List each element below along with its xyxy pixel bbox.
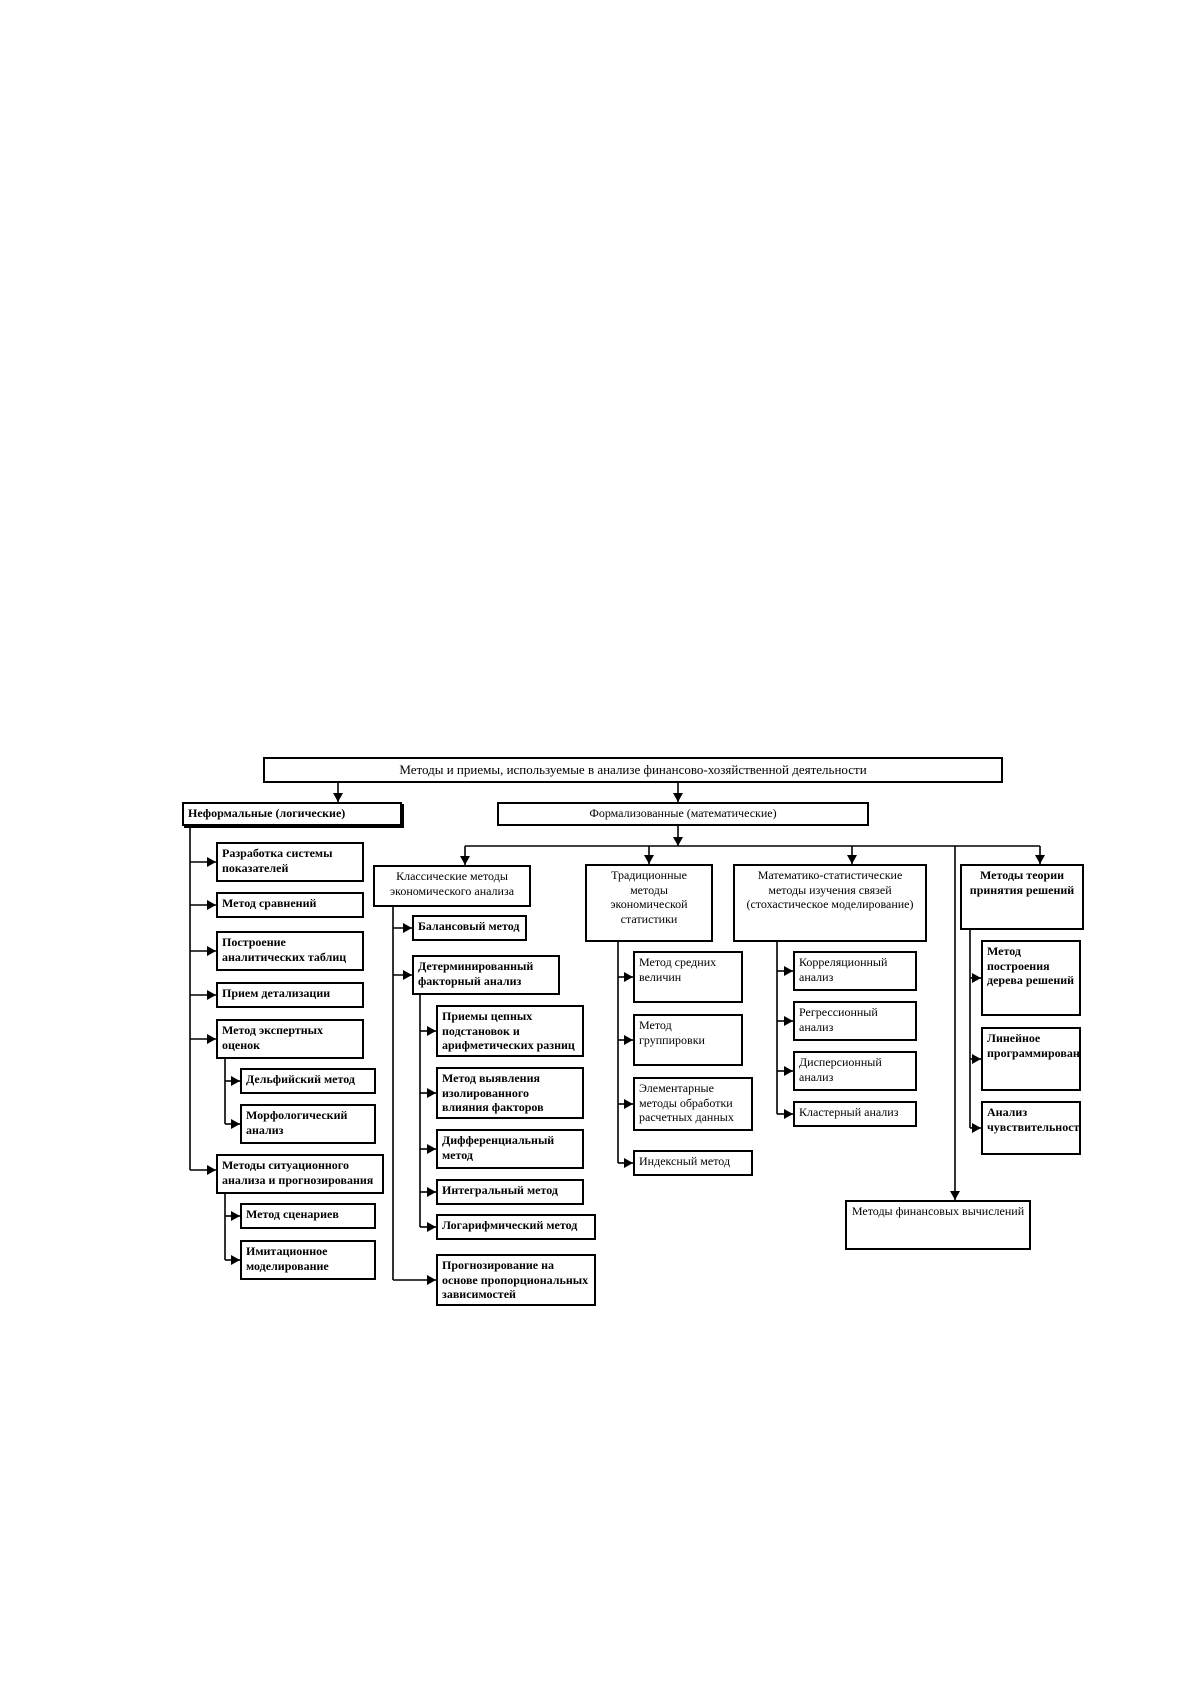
arrowhead-right (427, 1187, 436, 1197)
informal-item-morphological: Морфологический анализ (240, 1104, 376, 1144)
informal-item-detailing: Прием детализации (216, 982, 364, 1008)
mathstat-item-correlation: Корреляционный анализ (793, 951, 917, 991)
arrowhead-right (427, 1088, 436, 1098)
arrowhead-right (784, 1016, 793, 1026)
arrowhead-right (427, 1144, 436, 1154)
diagram-title-box: Методы и приемы, используемые в анализе … (263, 757, 1003, 783)
arrowhead-right (624, 972, 633, 982)
arrowhead-right (207, 1034, 216, 1044)
formal-methods-box: Формализованные (математические) (497, 802, 869, 826)
arrowhead-right (231, 1076, 240, 1086)
informal-item-situational: Методы ситуационного анализа и прогнозир… (216, 1154, 384, 1194)
traditional-item-grouping: Метод группировки (633, 1014, 743, 1066)
arrowhead-right (207, 1165, 216, 1175)
arrowhead-right (784, 1066, 793, 1076)
traditional-item-elementary: Элементарные методы обработки расчетных … (633, 1077, 753, 1131)
arrowhead-right (427, 1026, 436, 1036)
informal-item-analytic-tables: Построение аналитических таблиц (216, 931, 364, 971)
classic-item-chain-substitution: Приемы цепных подстановок и арифметическ… (436, 1005, 584, 1057)
informal-item-scenarios: Метод сценариев (240, 1203, 376, 1229)
arrowhead-right (972, 1054, 981, 1064)
decision-item-sensitivity: Анализ чувствительности (981, 1101, 1081, 1155)
decision-item-linear-programming: Линейное программирование (981, 1027, 1081, 1091)
arrowhead-right (972, 1123, 981, 1133)
arrowhead-right (427, 1222, 436, 1232)
classic-methods-box: Классические методы экономического анали… (373, 865, 531, 907)
arrowhead-down (333, 793, 343, 802)
arrowhead-down (950, 1191, 960, 1200)
arrowhead-right (624, 1158, 633, 1168)
arrowhead-right (207, 990, 216, 1000)
decision-item-tree: Метод построения дерева решений (981, 940, 1081, 1016)
financial-methods-box: Методы финансовых вычислений (845, 1200, 1031, 1250)
mathstat-methods-box: Математико-статистические методы изучени… (733, 864, 927, 942)
classic-item-balance: Балансовый метод (412, 915, 527, 941)
arrowhead-down (644, 855, 654, 864)
traditional-item-index: Индексный метод (633, 1150, 753, 1176)
arrowhead-right (403, 923, 412, 933)
classic-item-integral: Интегральный метод (436, 1179, 584, 1205)
classic-item-deterministic: Детерминированный факторный анализ (412, 955, 560, 995)
arrowhead-right (231, 1119, 240, 1129)
arrowhead-right (427, 1275, 436, 1285)
arrowhead-right (784, 1109, 793, 1119)
arrowhead-right (403, 970, 412, 980)
classic-item-isolated-influence: Метод выявления изолированного влияния ф… (436, 1067, 584, 1119)
informal-item-delphi: Дельфийский метод (240, 1068, 376, 1094)
arrowhead-right (784, 966, 793, 976)
arrowhead-right (624, 1099, 633, 1109)
informal-methods-box: Неформальные (логические) (182, 802, 402, 826)
arrowhead-right (207, 900, 216, 910)
arrowhead-down (847, 855, 857, 864)
informal-item-simulation: Имитационное моделирование (240, 1240, 376, 1280)
arrowhead-right (231, 1211, 240, 1221)
classic-item-proportional-forecast: Прогнозирование на основе пропорциональн… (436, 1254, 596, 1306)
arrowhead-down (460, 856, 470, 865)
traditional-item-averages: Метод средних величин (633, 951, 743, 1003)
arrowhead-right (207, 946, 216, 956)
classic-item-logarithmic: Логарифмический метод (436, 1214, 596, 1240)
mathstat-item-cluster: Кластерный анализ (793, 1101, 917, 1127)
arrowhead-right (207, 857, 216, 867)
arrowhead-down (673, 837, 683, 846)
informal-item-comparison: Метод сравнений (216, 892, 364, 918)
arrowhead-down (1035, 855, 1045, 864)
arrowhead-right (231, 1255, 240, 1265)
mathstat-item-regression: Регрессионный анализ (793, 1001, 917, 1041)
decision-methods-box: Методы теории принятия решений (960, 864, 1084, 930)
mathstat-item-dispersion: Дисперсионный анализ (793, 1051, 917, 1091)
arrowhead-down (673, 793, 683, 802)
arrowhead-right (624, 1035, 633, 1045)
traditional-methods-box: Традиционные методы экономической статис… (585, 864, 713, 942)
classic-item-differential: Дифференциальный метод (436, 1129, 584, 1169)
informal-item-indicators: Разработка системы показателей (216, 842, 364, 882)
arrowhead-right (972, 973, 981, 983)
informal-item-expert-estimates: Метод экспертных оценок (216, 1019, 364, 1059)
